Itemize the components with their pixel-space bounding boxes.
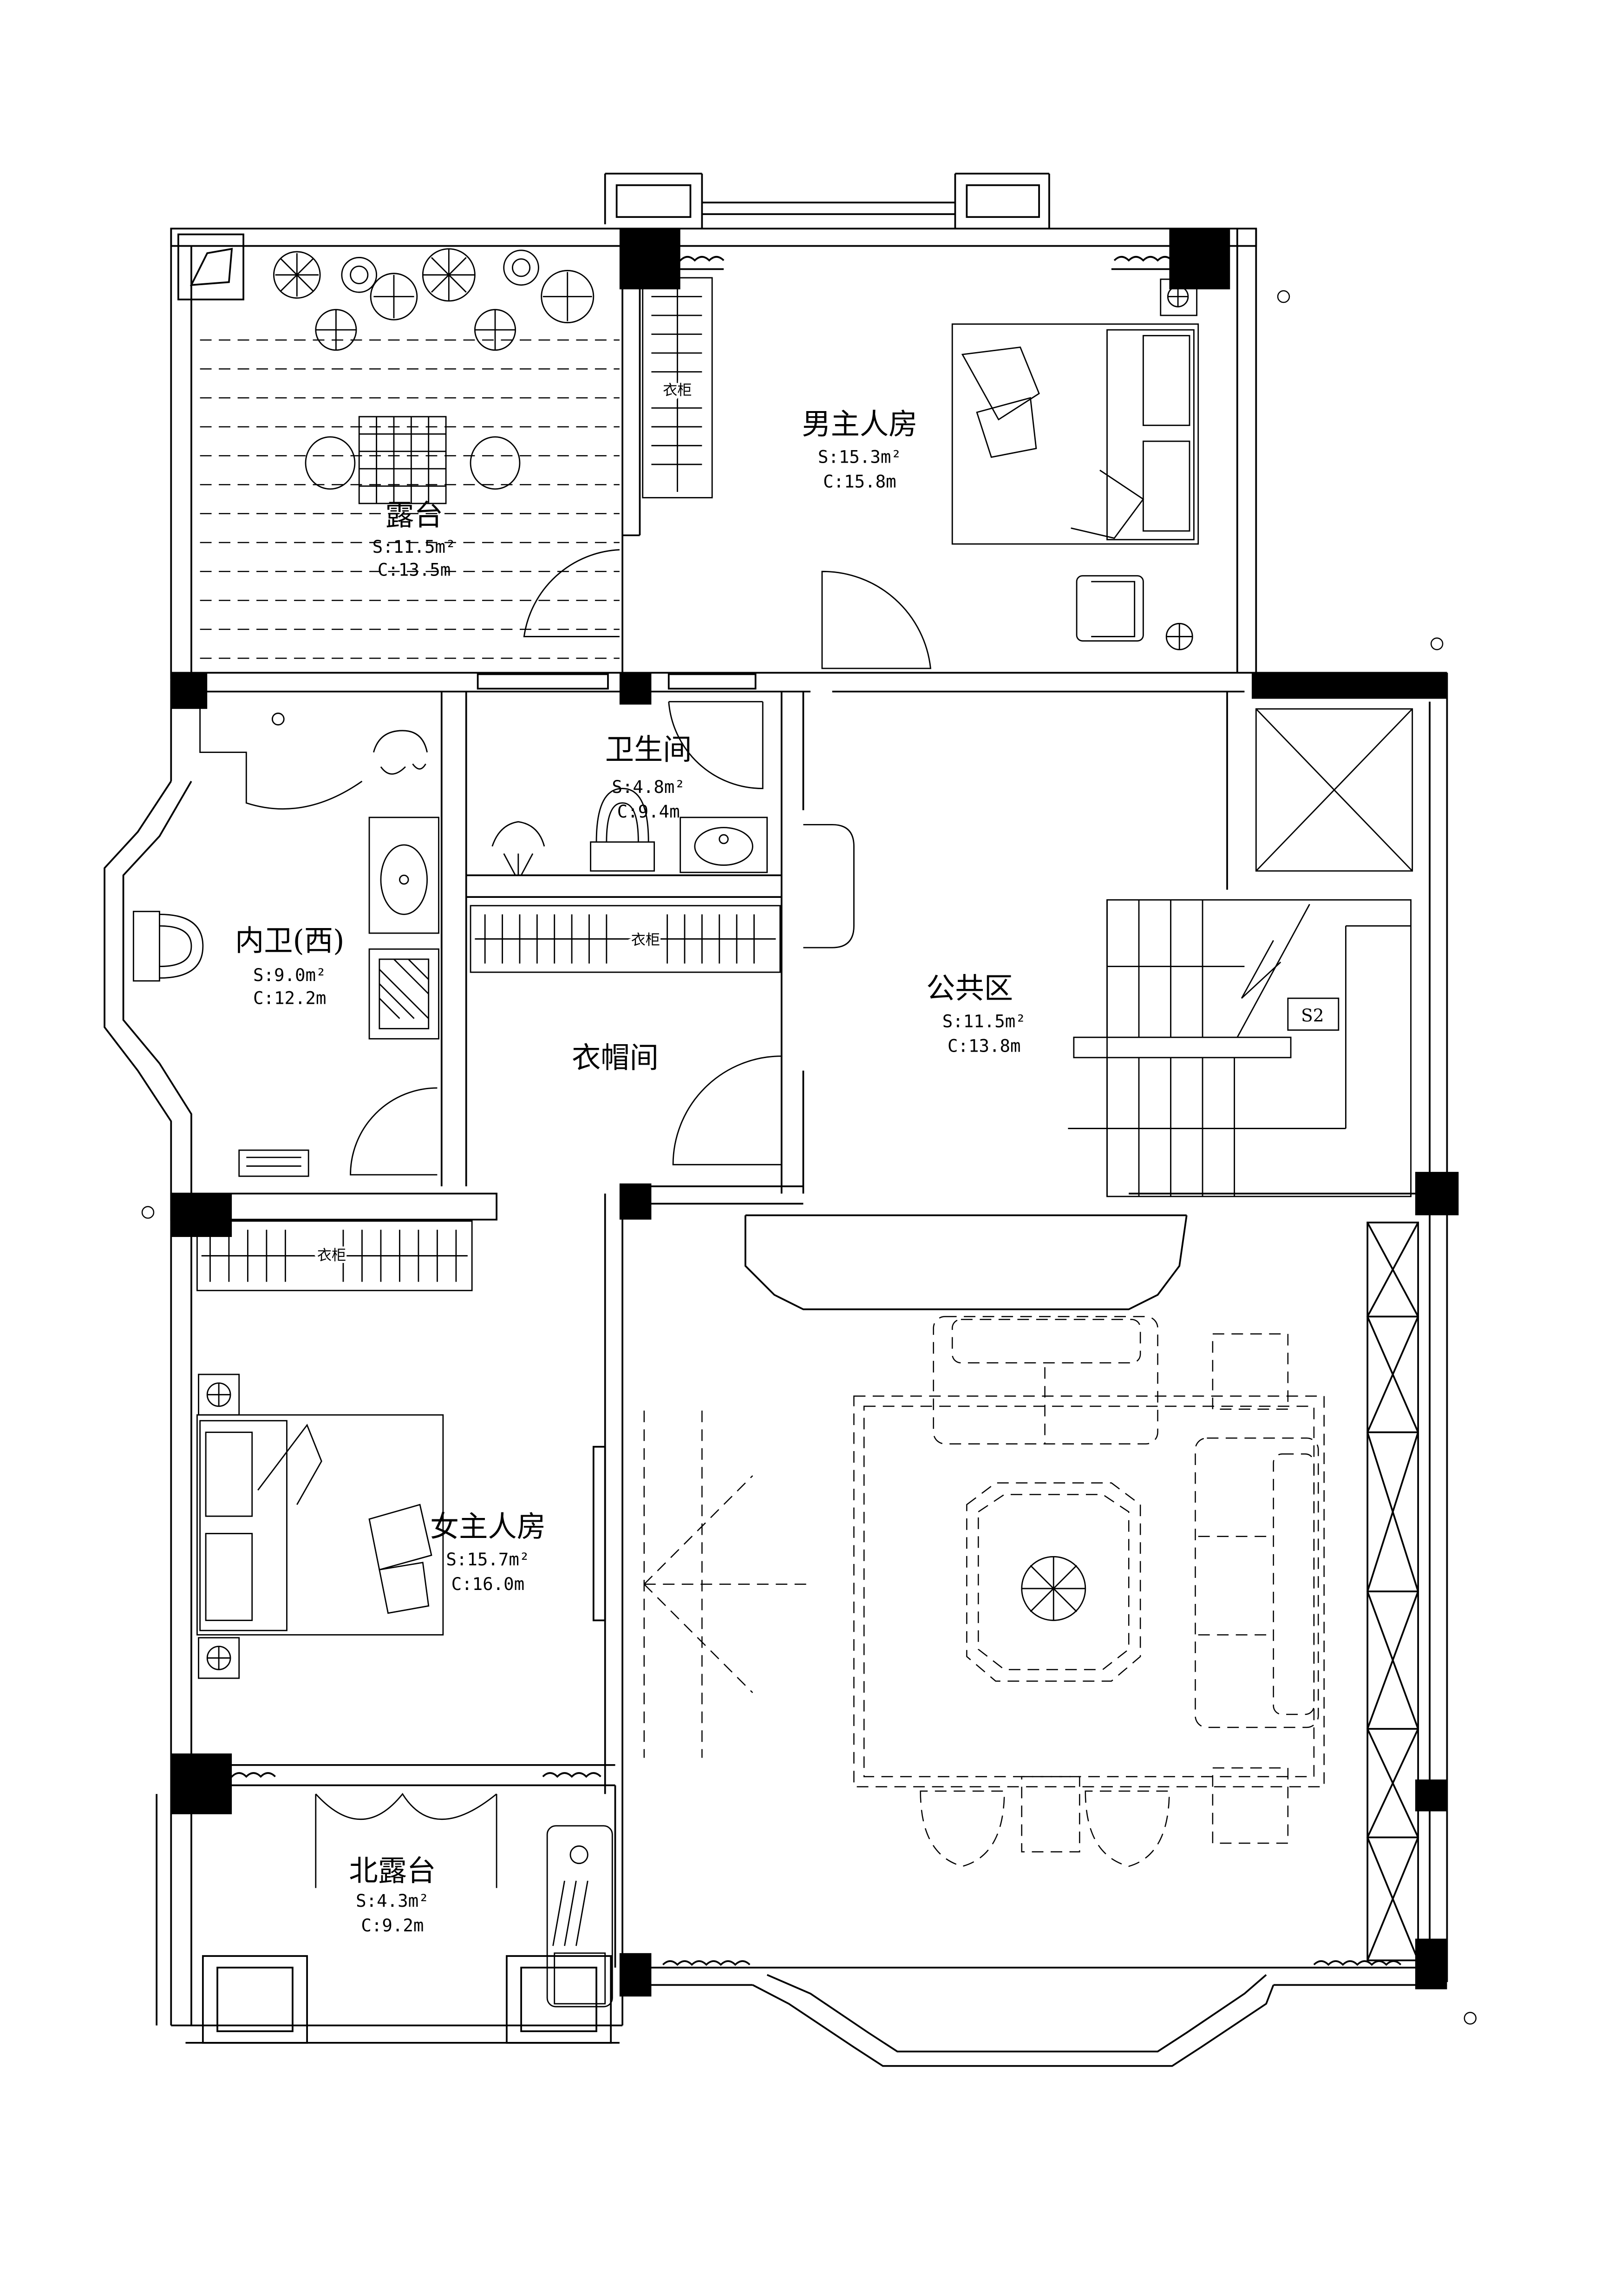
bed-icon	[951, 323, 1199, 545]
sink-icon	[680, 817, 768, 873]
shower-screen	[199, 697, 363, 810]
wardrobe-bottom	[196, 1220, 473, 1291]
room-name-terrace: 露台	[385, 498, 443, 532]
bed-icon	[196, 1414, 444, 1635]
plant-icon	[273, 248, 595, 351]
room-perimeter-terrace: C:13.5m	[378, 560, 451, 580]
room-area-inner-bath: S:9.0m²	[253, 965, 326, 985]
room-perimeter-male-master: C:15.8m	[823, 471, 896, 492]
wardrobe-label-cloakroom: 衣柜	[631, 932, 660, 948]
shower-tray-icon	[368, 948, 439, 1040]
wardrobe-label-top: 衣柜	[663, 382, 692, 399]
room-name-male-master: 男主人房	[802, 407, 917, 441]
sink-icon	[368, 817, 439, 934]
room-labels: 露台 S:11.5m² C:13.5m 男主人房 S:15.3m² C:15.8…	[235, 380, 1324, 1936]
stair-tag: S2	[1301, 1005, 1324, 1026]
windows	[202, 256, 1419, 1966]
terrace-decking	[200, 339, 620, 659]
room-perimeter-bathroom: C:9.4m	[617, 801, 680, 822]
rug-centerpiece-icon	[1021, 1556, 1086, 1621]
room-name-inner-bath: 内卫(西)	[235, 923, 344, 957]
structural-columns	[171, 229, 1459, 1997]
room-name-north-terrace: 北露台	[349, 1854, 436, 1888]
game-table-icon	[305, 416, 521, 504]
grid-markers	[141, 290, 1477, 2025]
living-room-furniture	[643, 1316, 1325, 1867]
room-name-cloakroom: 衣帽间	[572, 1041, 659, 1075]
terrace-planter-box	[177, 233, 244, 301]
room-name-female-master: 女主人房	[430, 1510, 546, 1544]
lamp-icon	[198, 1374, 240, 1679]
toilet-icon	[590, 788, 655, 872]
heater-icon	[238, 1149, 309, 1177]
chair-icon	[1076, 575, 1144, 642]
inner-bath-door-swing	[350, 1087, 438, 1176]
staircase	[1068, 899, 1412, 1197]
wardrobe-cloakroom	[470, 905, 781, 973]
room-area-bathroom: S:4.8m²	[612, 777, 685, 797]
public-closet	[803, 824, 855, 948]
bathroom-door-swing	[668, 701, 764, 789]
void-shaft	[1255, 708, 1413, 872]
bedroom-door-swing	[821, 570, 932, 669]
room-area-north-terrace: S:4.3m²	[356, 1890, 429, 1911]
lounge-chair-icon	[546, 1825, 613, 2008]
room-name-public-area: 公共区	[926, 971, 1013, 1005]
outer-walls	[104, 172, 1448, 2067]
room-area-male-master: S:15.3m²	[818, 447, 902, 467]
room-perimeter-female-master: C:16.0m	[451, 1574, 524, 1594]
cloakroom-door-swing	[672, 1055, 782, 1165]
room-area-female-master: S:15.7m²	[446, 1549, 529, 1570]
room-area-terrace: S:11.5m²	[373, 536, 456, 557]
wardrobe-top	[642, 277, 713, 498]
north-terrace-doors	[315, 1792, 497, 1888]
toilet-icon	[132, 910, 204, 982]
terrace-door-swing	[523, 549, 620, 637]
lamp-icon	[1160, 278, 1198, 650]
room-area-public-area: S:11.5m²	[942, 1011, 1026, 1031]
shower-icon	[271, 713, 428, 775]
wardrobe-label-bottom: 衣柜	[317, 1247, 346, 1264]
room-perimeter-inner-bath: C:12.2m	[253, 988, 326, 1008]
shower-icon	[491, 821, 545, 876]
room-perimeter-north-terrace: C:9.2m	[361, 1915, 424, 1936]
room-perimeter-public-area: C:13.8m	[948, 1035, 1020, 1056]
room-name-bathroom: 卫生间	[605, 733, 692, 766]
